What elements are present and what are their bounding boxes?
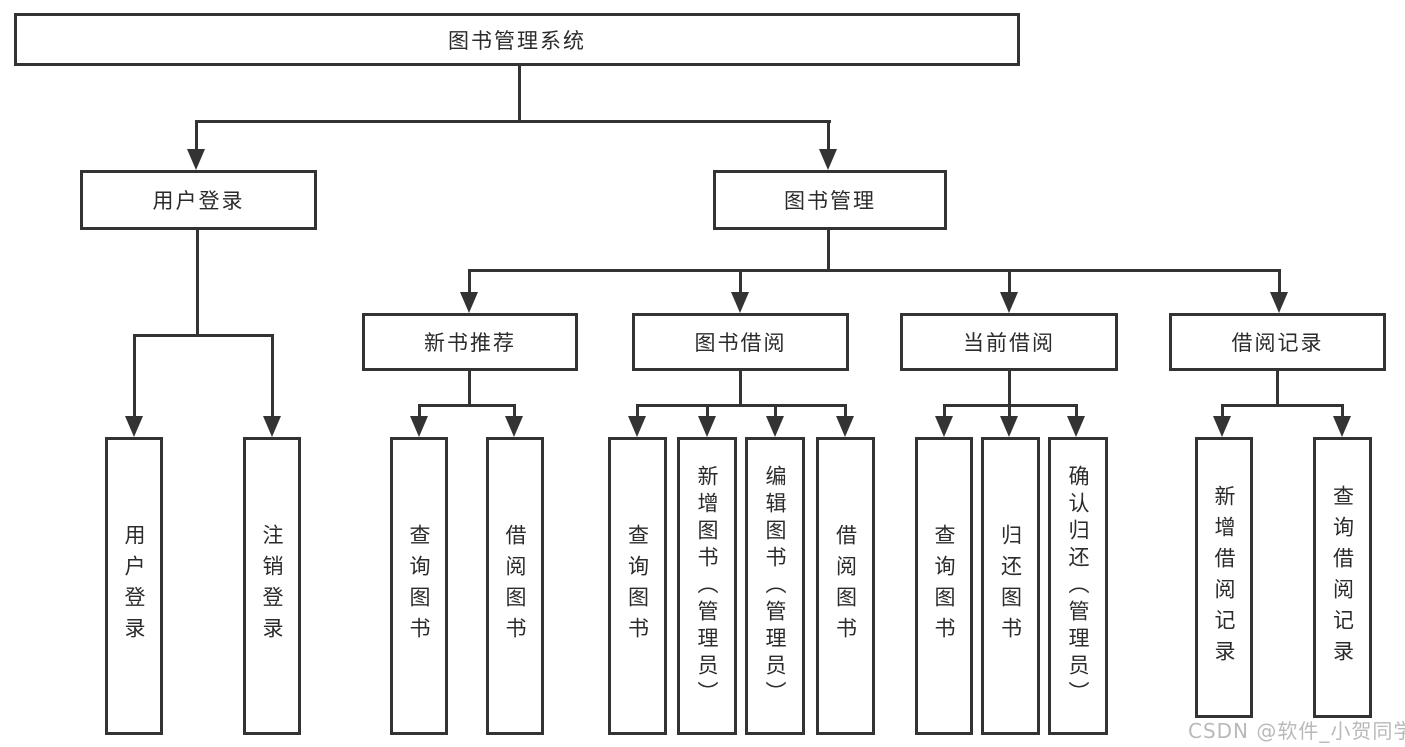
- connector: [1008, 371, 1011, 407]
- arrowhead: [836, 416, 854, 437]
- connector: [418, 404, 516, 407]
- arrowhead: [1067, 416, 1085, 437]
- leaf-cb-query-book-label: 查询图书: [932, 524, 956, 648]
- arrowhead: [1213, 416, 1231, 437]
- arrowhead: [935, 416, 953, 437]
- leaf-rec-query-book-label: 查询图书: [407, 524, 431, 648]
- connector: [513, 404, 516, 420]
- connector: [1341, 404, 1344, 420]
- leaf-rec-borrow-book-label: 借阅图书: [503, 524, 527, 648]
- leaf-cb-return-book-label: 归还图书: [998, 524, 1023, 648]
- csdn-watermark: CSDN @软件_小贺同学: [1188, 719, 1405, 743]
- arrowhead: [698, 416, 716, 437]
- leaf-bb-borrow-book-label: 借阅图书: [833, 524, 858, 648]
- leaf-br-query-record-label: 查询借阅记录: [1330, 484, 1355, 671]
- connector: [739, 371, 742, 407]
- node-user-login: 用户登录: [80, 170, 317, 230]
- arrowhead: [819, 149, 837, 170]
- arrowhead: [505, 416, 523, 437]
- leaf-bb-query-book-label: 查询图书: [625, 524, 650, 648]
- arrowhead: [731, 292, 749, 313]
- node-current-borrowing-label: 当前借阅: [963, 331, 1055, 355]
- node-book-management: 图书管理: [713, 170, 947, 230]
- connector: [468, 269, 1281, 272]
- arrowhead: [125, 416, 143, 437]
- arrowhead: [628, 416, 646, 437]
- connector: [636, 404, 847, 407]
- leaf-bb-edit-book: 编辑图书（管理员）: [745, 437, 805, 735]
- connector: [1221, 404, 1224, 420]
- connector: [418, 404, 421, 420]
- connector: [827, 230, 830, 272]
- connector: [943, 404, 946, 420]
- leaf-bb-edit-book-label: 编辑图书（管理员）: [763, 464, 787, 708]
- leaf-logout: 注销登录: [243, 437, 301, 735]
- leaf-cb-query-book: 查询图书: [915, 437, 973, 735]
- connector: [1278, 269, 1281, 295]
- node-book-management-label: 图书管理: [784, 189, 876, 213]
- leaf-cb-confirm-return: 确认归还（管理员）: [1048, 437, 1108, 735]
- connector: [518, 64, 521, 122]
- leaf-cb-return-book: 归还图书: [981, 437, 1040, 735]
- connector: [844, 404, 847, 420]
- arrowhead: [1000, 416, 1018, 437]
- connector: [774, 404, 777, 420]
- connector: [1008, 269, 1011, 295]
- connector: [1008, 404, 1011, 420]
- connector: [196, 230, 199, 337]
- connector: [468, 371, 471, 407]
- node-book-borrowing-label: 图书借阅: [694, 331, 787, 355]
- leaf-bb-add-book-label: 新增图书（管理员）: [695, 464, 719, 708]
- leaf-cb-confirm-return-label: 确认归还（管理员）: [1066, 464, 1090, 708]
- arrowhead: [460, 292, 478, 313]
- arrowhead: [187, 149, 205, 170]
- arrowhead: [263, 416, 281, 437]
- node-new-book-recommendation: 新书推荐: [362, 313, 578, 371]
- leaf-br-query-record: 查询借阅记录: [1313, 437, 1372, 718]
- connector: [133, 334, 274, 337]
- arrowhead: [766, 416, 784, 437]
- leaf-rec-query-book: 查询图书: [390, 437, 448, 735]
- arrowhead: [1270, 292, 1288, 313]
- leaf-logout-label: 注销登录: [260, 524, 284, 648]
- node-root-label: 图书管理系统: [448, 28, 586, 53]
- node-new-book-recommendation-label: 新书推荐: [424, 331, 516, 355]
- connector: [1075, 404, 1078, 420]
- leaf-user-login-label: 用户登录: [122, 524, 146, 648]
- arrowhead: [1333, 416, 1351, 437]
- connector: [271, 334, 274, 418]
- connector: [636, 404, 639, 420]
- node-borrowing-records: 借阅记录: [1169, 313, 1386, 371]
- arrowhead: [1000, 292, 1018, 313]
- connector: [195, 120, 198, 152]
- connector: [827, 120, 830, 152]
- connector: [195, 120, 831, 123]
- node-current-borrowing: 当前借阅: [900, 313, 1118, 371]
- connector: [739, 269, 742, 295]
- node-user-login-label: 用户登录: [152, 189, 245, 213]
- leaf-user-login: 用户登录: [105, 437, 163, 735]
- leaf-bb-query-book: 查询图书: [608, 437, 667, 735]
- node-borrowing-records-label: 借阅记录: [1231, 331, 1324, 355]
- leaf-rec-borrow-book: 借阅图书: [486, 437, 544, 735]
- leaf-bb-borrow-book: 借阅图书: [816, 437, 875, 735]
- leaf-br-add-record: 新增借阅记录: [1195, 437, 1253, 718]
- node-book-borrowing: 图书借阅: [632, 313, 849, 371]
- connector: [1276, 371, 1279, 407]
- leaf-bb-add-book: 新增图书（管理员）: [677, 437, 737, 735]
- connector: [1221, 404, 1344, 407]
- node-root: 图书管理系统: [14, 13, 1020, 66]
- arrowhead: [410, 416, 428, 437]
- connector: [706, 404, 709, 420]
- leaf-br-add-record-label: 新增借阅记录: [1212, 484, 1236, 671]
- connector: [133, 334, 136, 418]
- connector: [468, 269, 471, 295]
